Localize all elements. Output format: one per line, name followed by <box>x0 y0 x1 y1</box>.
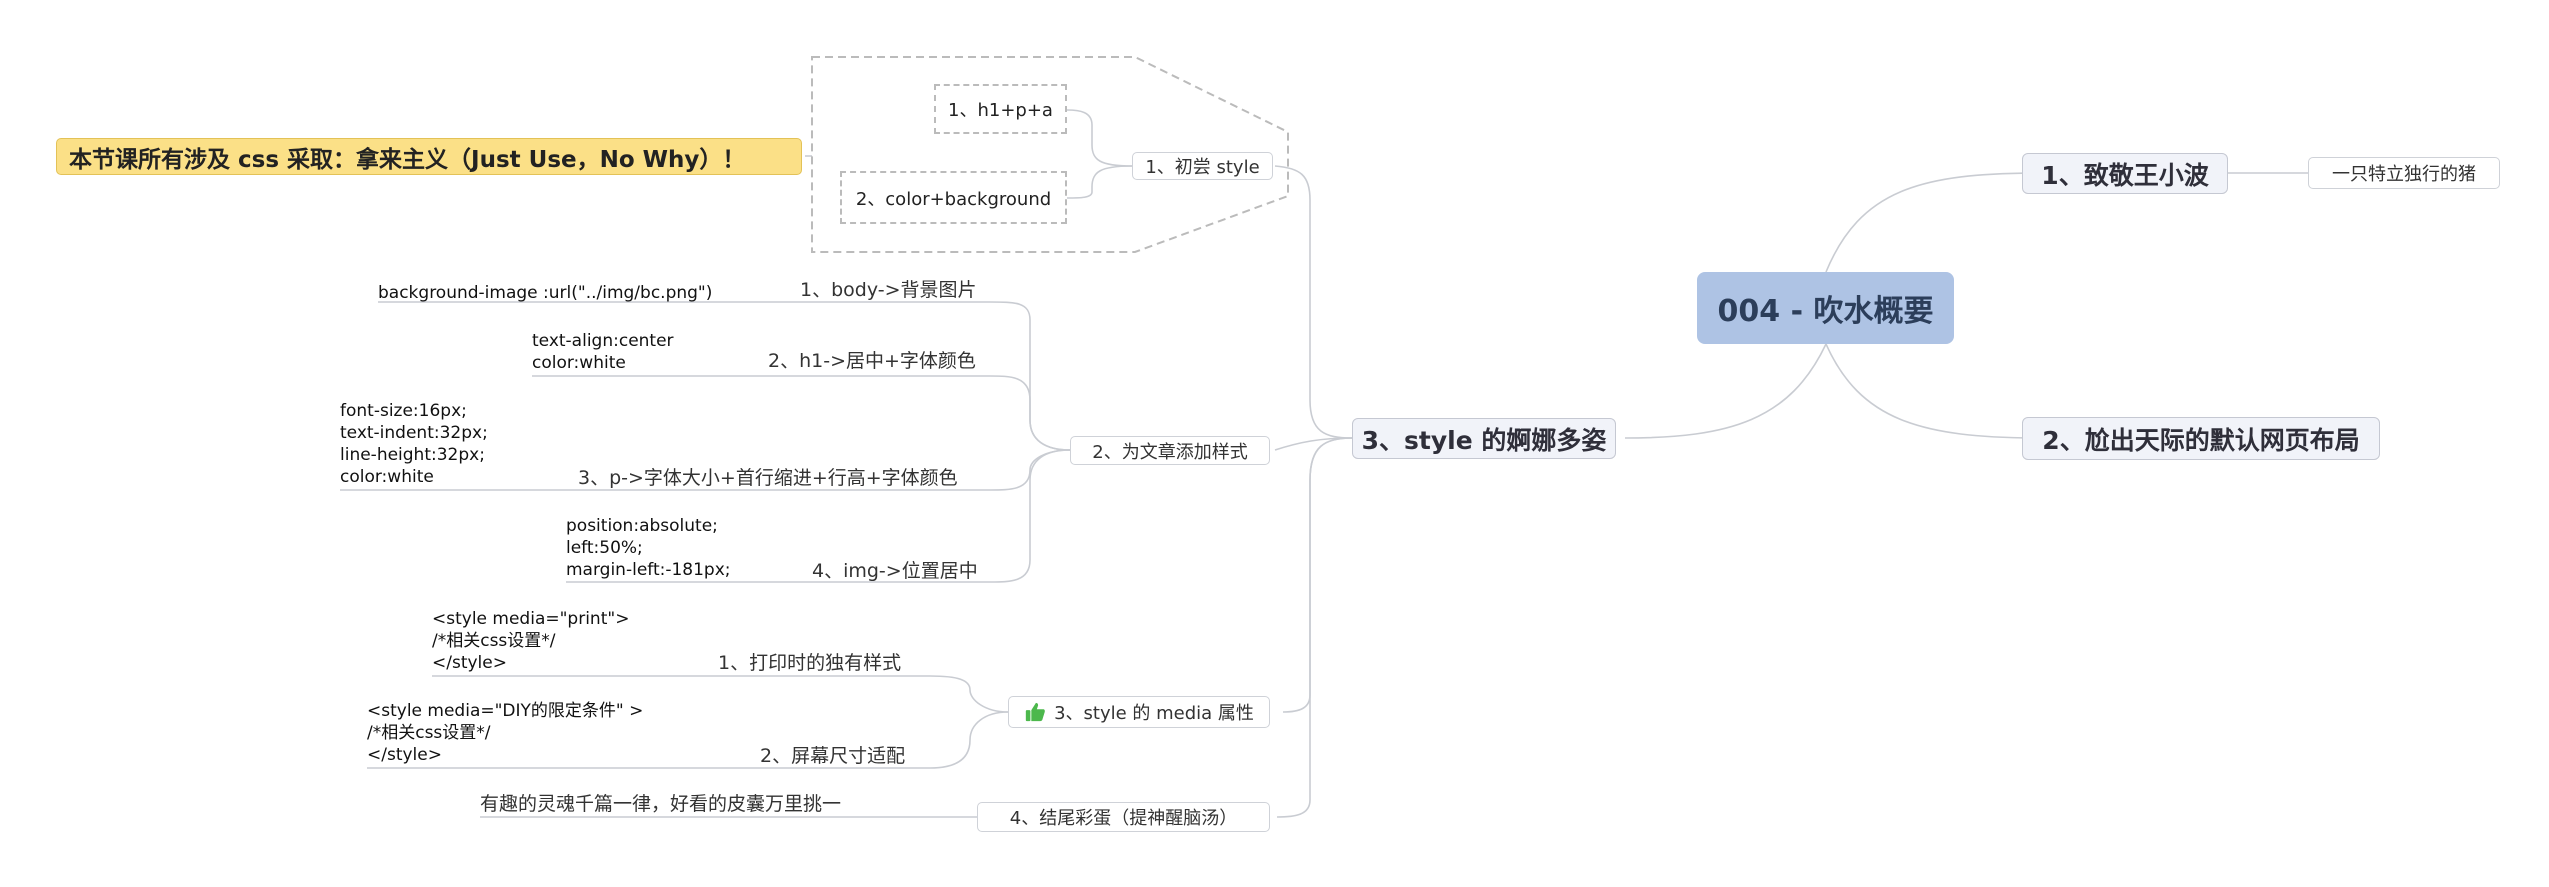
s3-item-2-label[interactable]: 2、屏幕尺寸适配 <box>760 745 906 767</box>
s2-topic[interactable]: 2、为文章添加样式 <box>1070 436 1270 465</box>
s3-item-1-label[interactable]: 1、打印时的独有样式 <box>718 652 902 674</box>
s2-item-1-label[interactable]: 1、body->背景图片 <box>800 279 977 301</box>
branch-2-topic[interactable]: 2、尬出天际的默认网页布局 <box>2022 417 2380 460</box>
branch-1-child[interactable]: 一只特立独行的猪 <box>2308 157 2500 189</box>
s1-topic[interactable]: 1、初尝 style <box>1132 152 1273 180</box>
s2-item-4-code: position:absolute; left:50%; margin-left… <box>566 516 731 580</box>
s3-label: 3、style 的 media 属性 <box>1054 703 1254 724</box>
root-topic[interactable]: 004 - 吹水概要 <box>1697 272 1954 344</box>
s2-item-4-label[interactable]: 4、img->位置居中 <box>812 560 978 582</box>
branch-3-topic[interactable]: 3、style 的婀娜多姿 <box>1352 418 1616 459</box>
s1-item-1[interactable]: 1、h1+p+a <box>934 84 1067 134</box>
s2-item-2-label[interactable]: 2、h1->居中+字体颜色 <box>768 350 976 372</box>
s2-item-1-code: background-image :url("../img/bc.png") <box>378 283 713 303</box>
s1-item-2[interactable]: 2、color+background <box>840 171 1067 224</box>
note-topic[interactable]: 本节课所有涉及 css 采取：拿来主义（Just Use，No Why）！ <box>56 138 802 175</box>
s3-item-1-code: <style media="print"> /*相关css设置*/ </styl… <box>432 609 630 673</box>
thumbs-up-icon <box>1025 702 1045 722</box>
s2-item-3-label[interactable]: 3、p->字体大小+首行缩进+行高+字体颜色 <box>578 467 958 489</box>
s1-boundary <box>811 56 1289 253</box>
s4-topic[interactable]: 4、结尾彩蛋（提神醒脑汤） <box>977 802 1270 832</box>
s2-item-2-code: text-align:center color:white <box>532 331 674 373</box>
s4-child[interactable]: 有趣的灵魂千篇一律，好看的皮囊万里挑一 <box>480 793 842 815</box>
s3-item-2-code: <style media="DIY的限定条件" > /*相关css设置*/ </… <box>367 701 644 765</box>
branch-1-topic[interactable]: 1、致敬王小波 <box>2022 153 2228 194</box>
s3-topic[interactable]: 3、style 的 media 属性 <box>1008 696 1270 728</box>
s2-item-3-code: font-size:16px; text-indent:32px; line-h… <box>340 401 488 487</box>
